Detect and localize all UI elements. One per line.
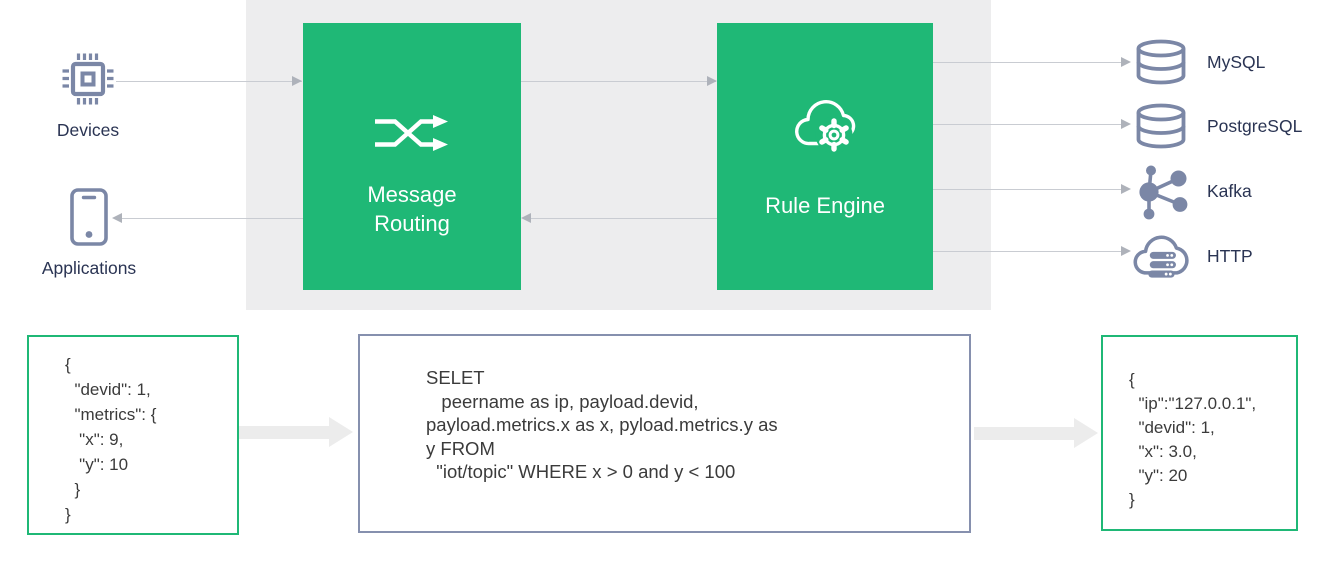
arrowhead-right-icon xyxy=(292,75,302,86)
sink-row-http: HTTP xyxy=(1132,228,1253,285)
arrowhead-right-icon xyxy=(1121,183,1131,194)
kafka-network-icon xyxy=(1139,165,1188,220)
arrowhead-right-icon xyxy=(1121,245,1131,256)
arrowhead-left-icon xyxy=(521,212,531,223)
arrowhead-right-icon xyxy=(1121,56,1131,67)
rule-sql-box: SELET peername as ip, payload.devid, pay… xyxy=(358,334,971,533)
output-message-box: { "ip":"127.0.0.1", "devid": 1, "x": 3.0… xyxy=(1101,335,1298,531)
connector-line xyxy=(530,217,717,219)
arrowhead-left-icon xyxy=(112,212,122,223)
arrowhead-right-icon xyxy=(1121,118,1131,129)
connector-line xyxy=(933,250,1121,252)
output-message-json: { "ip":"127.0.0.1", "devid": 1, "x": 3.0… xyxy=(1129,370,1257,509)
connector-line xyxy=(521,80,716,82)
flow-arrowhead-icon xyxy=(1074,418,1098,448)
message-routing-label: Message Routing xyxy=(367,182,457,236)
http-label: HTTP xyxy=(1207,246,1253,266)
connector-line xyxy=(933,61,1121,63)
rule-sql-text: SELET peername as ip, payload.devid, pay… xyxy=(426,367,778,482)
input-message-json: { "devid": 1, "metrics": { "x": 9, "y": … xyxy=(65,355,157,524)
kafka-label: Kafka xyxy=(1207,180,1252,201)
applications-label: Applications xyxy=(41,258,137,278)
flow-arrow-shaft xyxy=(239,425,329,439)
sink-row-postgresql: PostgreSQL xyxy=(1132,103,1302,149)
flow-arrowhead-icon xyxy=(329,417,353,447)
chip-icon xyxy=(62,53,114,105)
mysql-label: MySQL xyxy=(1207,51,1266,72)
smartphone-icon xyxy=(70,188,108,246)
rule-engine-label: Rule Engine xyxy=(765,193,885,218)
message-routing-box: Message Routing xyxy=(303,23,521,290)
rule-engine-box: Rule Engine xyxy=(717,23,933,290)
database-icon xyxy=(1136,39,1186,85)
connector-line xyxy=(122,217,303,219)
sink-row-kafka: Kafka xyxy=(1132,162,1252,220)
sink-row-mysql: MySQL xyxy=(1132,39,1265,85)
devices-node: Devices xyxy=(28,50,148,141)
input-message-box: { "devid": 1, "metrics": { "x": 9, "y": … xyxy=(27,335,239,535)
database-icon xyxy=(1136,103,1186,149)
flow-arrow-shaft xyxy=(974,426,1074,440)
shuffle-icon xyxy=(375,115,448,151)
connector-line xyxy=(933,188,1121,190)
devices-label: Devices xyxy=(56,120,120,140)
connector-line xyxy=(116,80,302,82)
connector-line xyxy=(933,123,1121,125)
applications-node: Applications xyxy=(24,188,154,279)
postgresql-label: PostgreSQL xyxy=(1207,115,1303,136)
cloud-gear-icon xyxy=(795,100,856,154)
http-cloud-icon xyxy=(1133,235,1189,278)
arrowhead-right-icon xyxy=(707,75,717,86)
